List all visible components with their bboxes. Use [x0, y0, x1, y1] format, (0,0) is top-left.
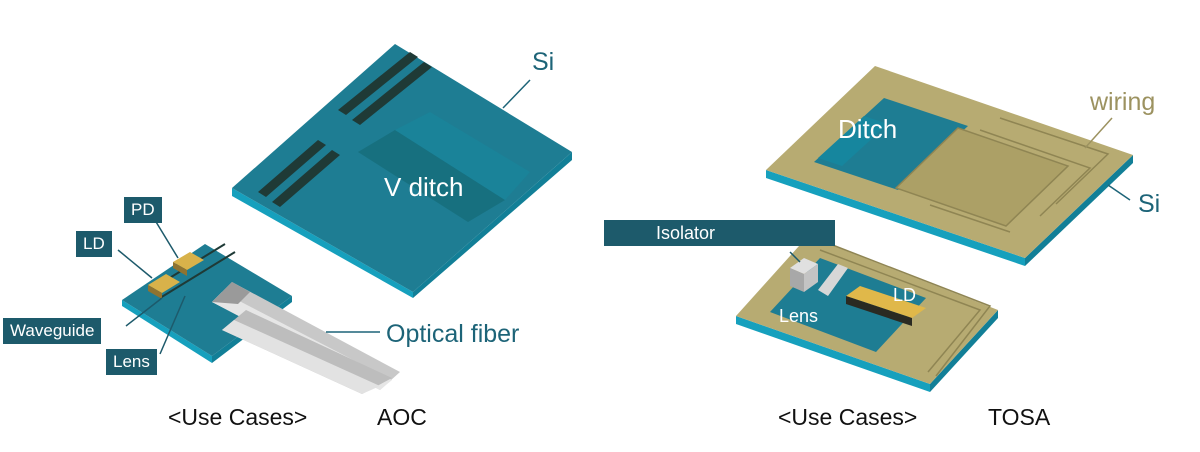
- electrode-trace: [338, 52, 418, 115]
- electrode-trace: [352, 62, 432, 125]
- isolator-label: Isolator: [604, 220, 835, 246]
- wiring-label: wiring: [1090, 88, 1156, 116]
- isolator-block: [790, 258, 818, 274]
- tosa-lens-label: Lens: [779, 306, 819, 326]
- optical-fiber-label: Optical fiber: [386, 320, 520, 348]
- aoc-si-substrate: [232, 44, 572, 298]
- tosa-si-leader-line: [1107, 184, 1131, 201]
- pd-label: PD: [124, 197, 162, 223]
- lens-label: Lens: [106, 349, 157, 375]
- tosa-si-label: Si: [1138, 190, 1161, 218]
- aoc-si-label: Si: [532, 48, 555, 76]
- tosa-bottom-package: [736, 236, 998, 392]
- v-ditch-label: V ditch: [384, 172, 464, 202]
- ld-label: LD: [76, 231, 112, 257]
- tosa-caption-name: TOSA: [988, 404, 1051, 430]
- tosa-ld-label: LD: [893, 285, 917, 305]
- ld-bar: [846, 286, 926, 318]
- wiring-pad: [894, 127, 1070, 227]
- aoc-caption-use-cases: <Use Cases>: [168, 404, 308, 430]
- wiring-leader-line: [1084, 117, 1113, 149]
- waveguide-label: Waveguide: [3, 318, 102, 344]
- si-leader-line: [502, 79, 531, 109]
- v-ditch-groove: [358, 130, 505, 222]
- tosa-top-package: [766, 66, 1133, 266]
- lens-element: [818, 264, 848, 296]
- pd-die: [173, 252, 204, 270]
- ditch-recess: [814, 98, 968, 190]
- ditch-label: Ditch: [838, 114, 898, 144]
- electrode-trace: [258, 140, 326, 197]
- ld-die: [148, 274, 180, 293]
- tosa-caption-use-cases: <Use Cases>: [778, 404, 918, 430]
- electrode-trace: [272, 150, 340, 207]
- optical-fibers: [212, 282, 400, 394]
- aoc-caption-name: AOC: [377, 404, 427, 430]
